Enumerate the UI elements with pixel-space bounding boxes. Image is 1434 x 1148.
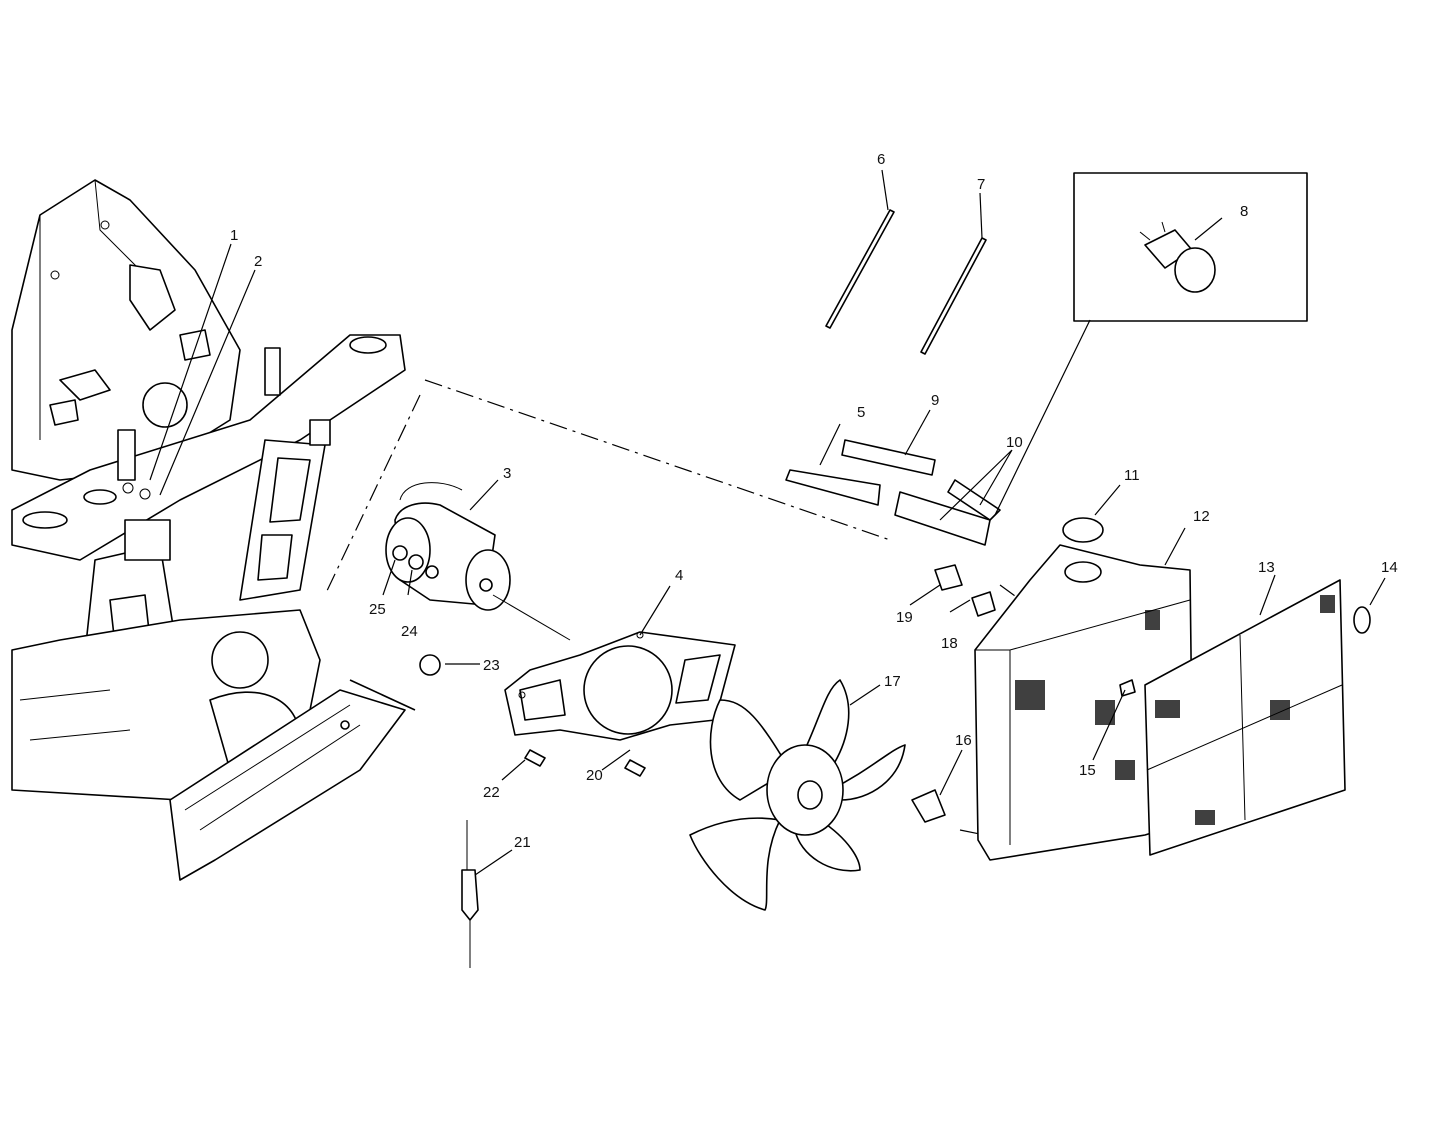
callout-6: 6 xyxy=(877,151,885,168)
callout-24: 24 xyxy=(401,623,418,640)
callout-14: 14 xyxy=(1381,559,1398,576)
callout-8: 8 xyxy=(1240,203,1248,220)
chassis-frame-icon xyxy=(11,179,406,881)
callout-11: 11 xyxy=(1124,467,1140,484)
callout-16: 16 xyxy=(955,732,972,749)
callout-4: 4 xyxy=(675,567,683,584)
fan-switch-inset xyxy=(994,172,1308,516)
callout-18: 18 xyxy=(941,635,958,652)
radiator-screen-icon xyxy=(1144,579,1346,856)
callouts: 1 2 3 4 5 6 7 8 9 10 11 12 13 14 15 16 1… xyxy=(230,151,1398,851)
callout-15: 15 xyxy=(1079,762,1096,779)
callout-5: 5 xyxy=(857,404,865,421)
leader-lines xyxy=(149,169,1386,876)
small-parts-icon xyxy=(349,564,1371,968)
callout-20: 20 xyxy=(586,767,603,784)
callout-25: 25 xyxy=(369,601,386,618)
callout-23: 23 xyxy=(483,657,500,674)
callout-21: 21 xyxy=(514,834,531,851)
callout-13: 13 xyxy=(1258,559,1275,576)
callout-12: 12 xyxy=(1193,508,1210,525)
callout-9: 9 xyxy=(931,392,939,409)
callout-7: 7 xyxy=(977,176,985,193)
callout-1: 1 xyxy=(230,227,238,244)
callout-19: 19 xyxy=(896,609,913,626)
callout-22: 22 xyxy=(483,784,500,801)
fan-blade-icon xyxy=(689,679,906,911)
fan-switch-icon xyxy=(1139,221,1216,293)
callout-17: 17 xyxy=(884,673,901,690)
callout-3: 3 xyxy=(503,465,511,482)
callout-2: 2 xyxy=(254,253,262,270)
callout-10: 10 xyxy=(1006,434,1023,451)
hose-icon xyxy=(785,439,1001,546)
rod-icon xyxy=(825,209,987,355)
fan-motor-icon xyxy=(385,482,571,641)
fan-shroud-icon xyxy=(504,631,736,741)
